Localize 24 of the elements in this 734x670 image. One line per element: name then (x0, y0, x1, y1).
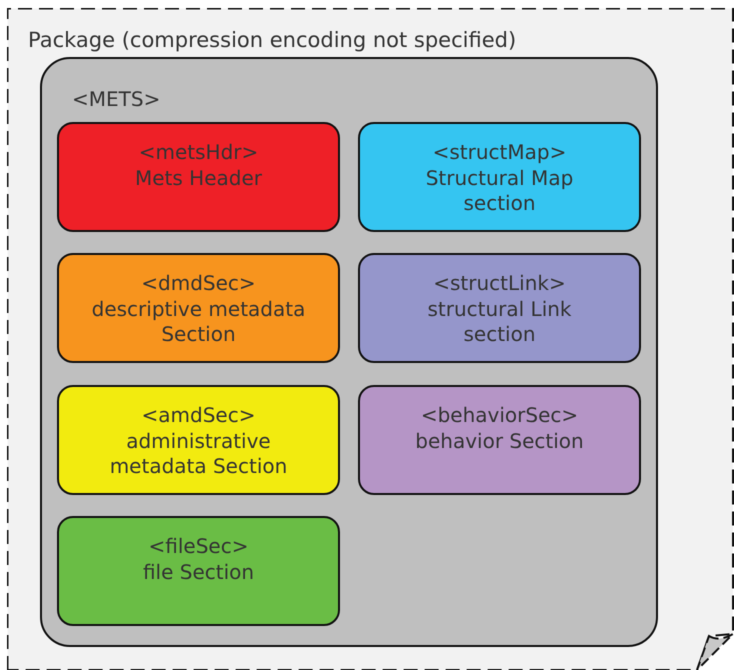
element-tag: <dmdSec> (91, 271, 306, 297)
section-name: file Section (142, 560, 256, 586)
section-name: Structural Map section (424, 166, 574, 217)
section-box (358, 385, 641, 495)
element-tag: <behaviorSec> (392, 403, 607, 429)
section-name: descriptive metadata Section (91, 296, 306, 348)
section-box (57, 385, 340, 495)
section-name: administrative metadata Section (108, 428, 288, 480)
section-name: structural Link section (426, 296, 573, 348)
element-tag: <amdSec> (91, 403, 306, 429)
package-label: Package (compression encoding not specified) (28, 28, 516, 52)
section-box (57, 122, 340, 232)
section-box (358, 122, 641, 232)
element-tag: <structMap> (392, 140, 607, 166)
section-box (57, 253, 340, 363)
element-tag: <fileSec> (91, 534, 306, 560)
element-tag: <metsHdr> (91, 140, 306, 166)
section-name: behavior Section (414, 428, 585, 454)
container-label: <METS> (72, 87, 160, 111)
section-box (57, 516, 340, 626)
section-name: Mets Header (134, 166, 263, 192)
section-box (358, 253, 641, 363)
element-tag: <structLink> (392, 271, 607, 297)
mets-container (40, 57, 658, 647)
